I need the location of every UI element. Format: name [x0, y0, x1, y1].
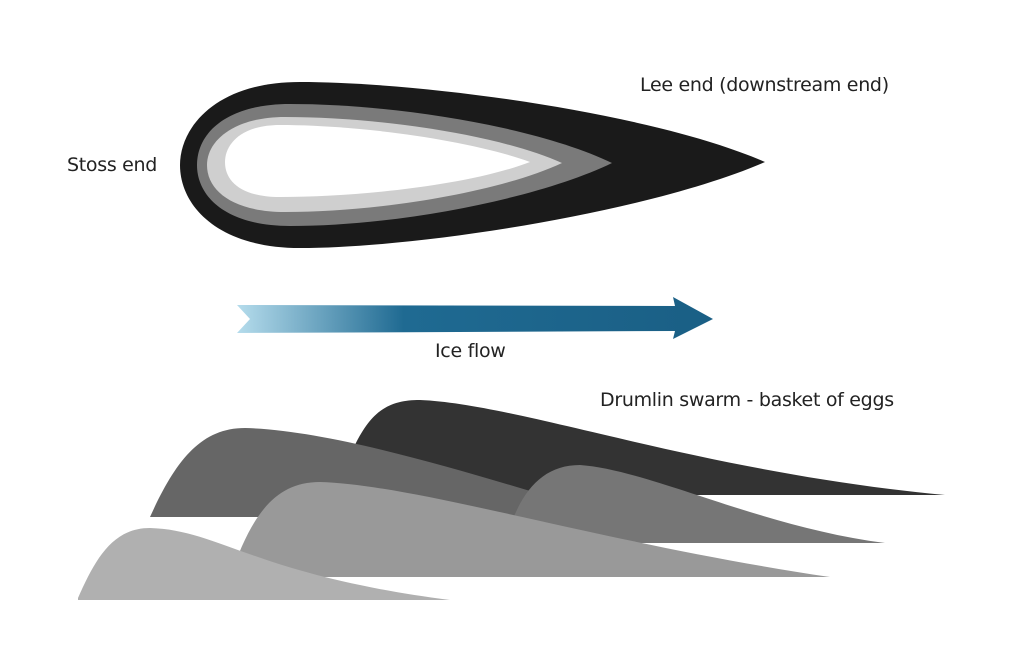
drumlin-hill [78, 528, 450, 600]
stoss-end-label: Stoss end [67, 154, 158, 176]
drumlin-swarm [78, 400, 945, 600]
drumlin-plan-view [180, 82, 765, 248]
drumlin-hill [150, 428, 560, 517]
ice-flow-label: Ice flow [435, 340, 506, 362]
drumlin-core [225, 125, 530, 197]
drumlin-hill [230, 482, 830, 577]
ice-flow-arrow [237, 297, 713, 339]
drumlin-hill [355, 400, 945, 495]
drumlin-hill [505, 465, 885, 543]
lee-end-label: Lee end (downstream end) [640, 74, 889, 96]
drumlin-swarm-label: Drumlin swarm - basket of eggs [600, 389, 894, 411]
